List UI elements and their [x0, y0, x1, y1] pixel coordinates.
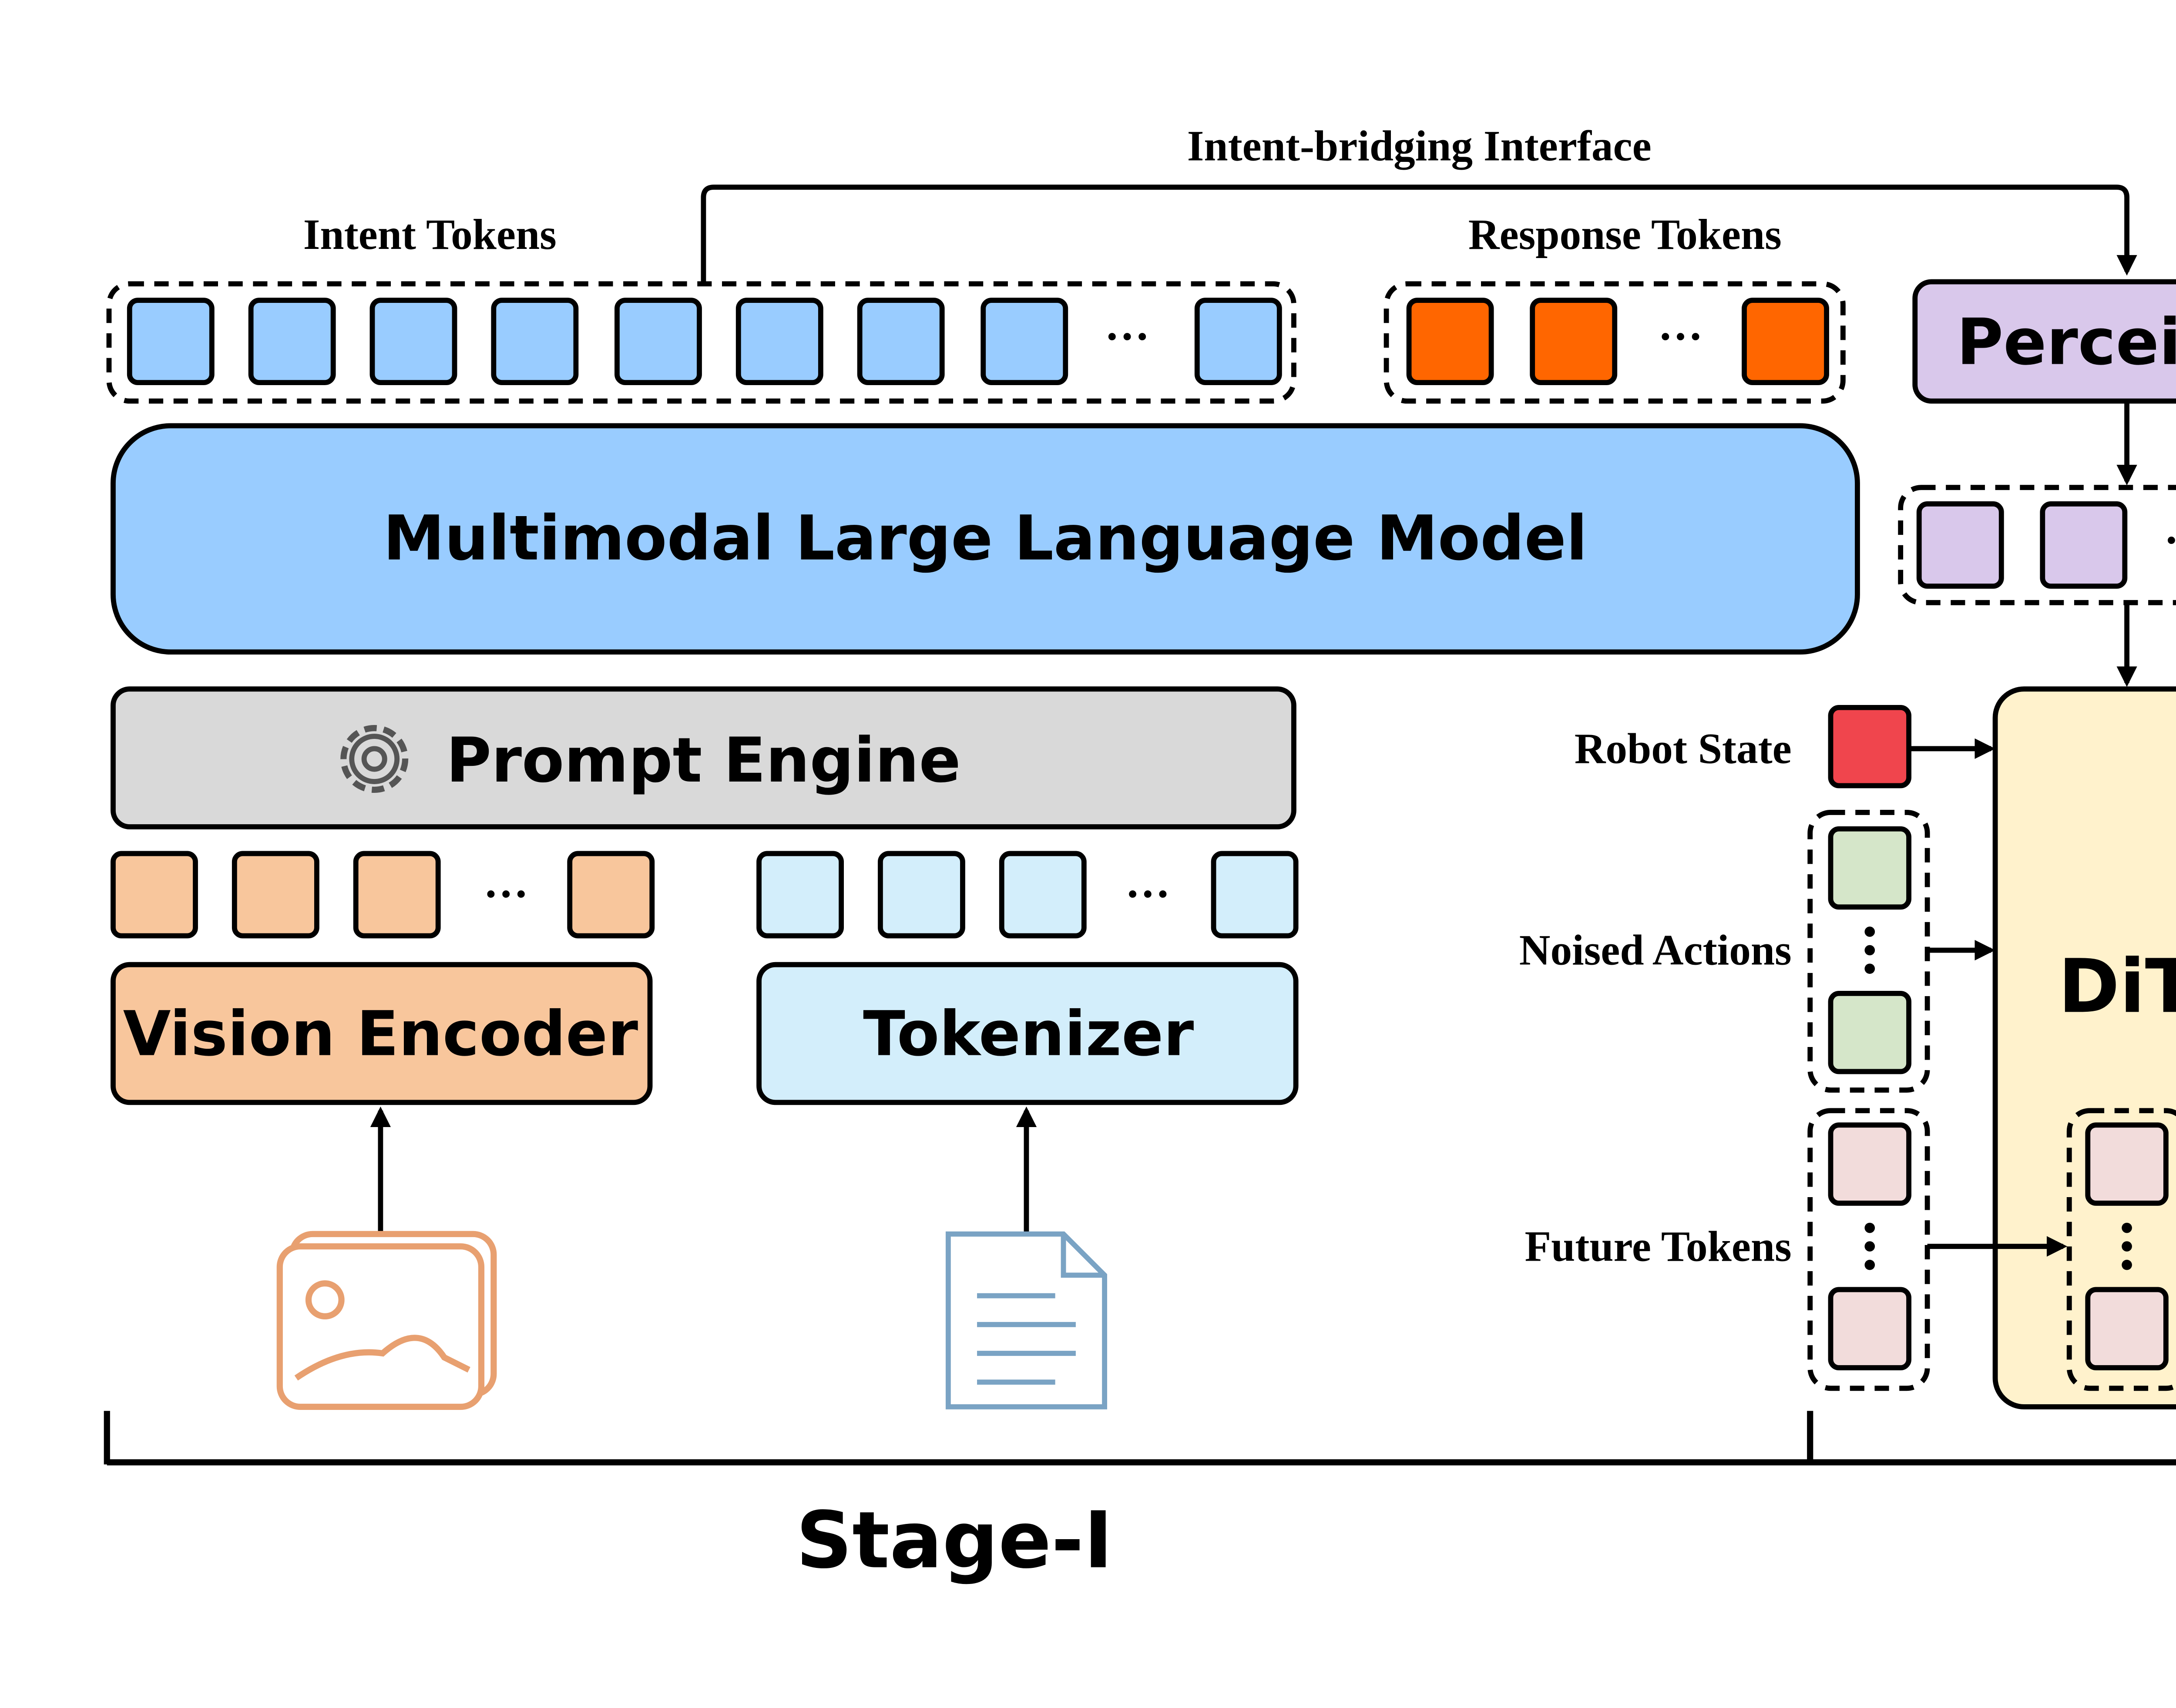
vision-ellipsis: ···	[484, 869, 529, 919]
response-token	[1530, 298, 1618, 386]
intent-token	[735, 298, 823, 386]
future-tokens-dit-group	[2066, 1108, 2176, 1391]
response-token	[1742, 298, 1829, 386]
future-token	[2085, 1122, 2169, 1206]
intent-token	[857, 298, 945, 386]
robot-state-token-in	[1828, 705, 1912, 789]
intent-ellipsis: ···	[1105, 312, 1150, 362]
intent-token	[615, 298, 702, 386]
vertical-ellipsis	[1864, 926, 1875, 974]
intent-token	[981, 298, 1068, 386]
text-ellipsis: ···	[1125, 869, 1170, 919]
perceiver-label: Perceiver	[1957, 305, 2176, 379]
intent-token	[1194, 298, 1282, 386]
robot-state-label: Robot State	[1575, 725, 1792, 772]
tokenizer-label: Tokenizer	[863, 998, 1194, 1070]
future-tokens-label: Future Tokens	[1525, 1223, 1791, 1270]
mllm-block	[111, 423, 1860, 655]
noised-token	[1828, 990, 1912, 1074]
perceiver-ellipsis: ···	[2164, 515, 2176, 565]
response-token	[1406, 298, 1494, 386]
intent-tokens	[127, 298, 1282, 386]
intent-tokens-group	[106, 281, 1296, 404]
noised-token	[1828, 826, 1912, 910]
text-tokens	[756, 851, 1299, 939]
response-tokens-label: Response Tokens	[1468, 211, 1782, 258]
noised-actions-label: Noised Actions	[1519, 927, 1792, 974]
stage1-label: Stage-I	[796, 1495, 1113, 1586]
response-tokens	[1406, 298, 1829, 386]
text-token	[999, 851, 1087, 939]
text-token	[1211, 851, 1299, 939]
image-icon	[276, 1231, 497, 1410]
stage-bracket	[104, 1411, 2176, 1466]
tokenizer-block	[756, 962, 1299, 1105]
future-token	[2085, 1287, 2169, 1370]
vision-token	[353, 851, 441, 939]
vertical-ellipsis	[1864, 1222, 1875, 1270]
vision-tokens	[111, 851, 655, 939]
future-token	[1828, 1287, 1912, 1370]
text-token	[877, 851, 965, 939]
intent-tokens-label: Intent Tokens	[303, 211, 557, 258]
text-token	[756, 851, 844, 939]
vertical-ellipsis	[2122, 1222, 2132, 1270]
intent-token	[248, 298, 336, 386]
perceiver-token	[2040, 501, 2128, 589]
perceiver-token	[1916, 501, 2004, 589]
prompt-engine-block	[111, 686, 1296, 829]
bridge-label: Intent-bridging Interface	[1187, 123, 1652, 170]
mllm-label: Multimodal Large Language Model	[383, 503, 1587, 574]
response-tokens-group	[1384, 281, 1846, 404]
prompt-engine-label: Prompt Engine	[446, 725, 961, 796]
document-icon	[945, 1231, 1107, 1409]
future-tokens-in-group	[1807, 1108, 1930, 1391]
dit-label: DiT	[2058, 943, 2176, 1030]
intent-bridge-connector	[701, 185, 2137, 282]
vision-token	[232, 851, 319, 939]
intent-token	[491, 298, 579, 386]
vision-encoder-block	[111, 962, 653, 1105]
intent-token	[369, 298, 457, 386]
vision-encoder-label: Vision Encoder	[123, 998, 638, 1070]
vision-token	[567, 851, 655, 939]
perceiver-tokens	[1916, 501, 2128, 589]
vision-token	[111, 851, 198, 939]
response-ellipsis: ···	[1658, 312, 1703, 362]
future-token	[1828, 1122, 1912, 1206]
intent-token	[127, 298, 215, 386]
